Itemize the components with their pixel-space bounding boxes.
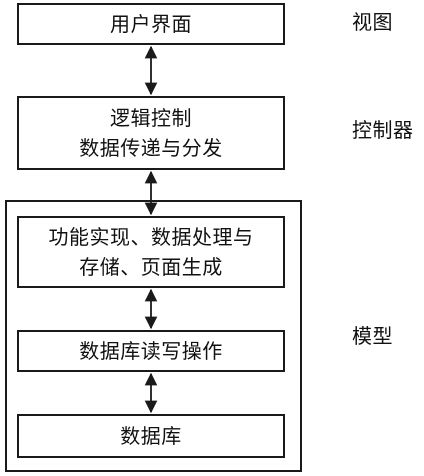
model-functions-line-1: 功能实现、数据处理与 xyxy=(48,225,254,249)
controller-box: 逻辑控制 数据传递与分发 xyxy=(17,96,285,170)
user-interface-box: 用户界面 xyxy=(17,3,285,45)
controller-line-2: 数据传递与分发 xyxy=(79,136,223,160)
db-operations-box: 数据库读写操作 xyxy=(17,330,285,372)
user-interface-label: 用户界面 xyxy=(110,12,192,36)
db-operations-label: 数据库读写操作 xyxy=(79,339,223,363)
model-functions-line-2: 存储、页面生成 xyxy=(79,255,223,279)
view-layer-label: 视图 xyxy=(352,10,393,34)
controller-line-1: 逻辑控制 xyxy=(110,106,192,130)
database-label: 数据库 xyxy=(120,424,182,448)
controller-layer-label: 控制器 xyxy=(352,118,414,142)
database-box: 数据库 xyxy=(17,414,285,458)
model-functions-box: 功能实现、数据处理与 存储、页面生成 xyxy=(17,216,285,288)
model-layer-label: 模型 xyxy=(352,324,393,348)
